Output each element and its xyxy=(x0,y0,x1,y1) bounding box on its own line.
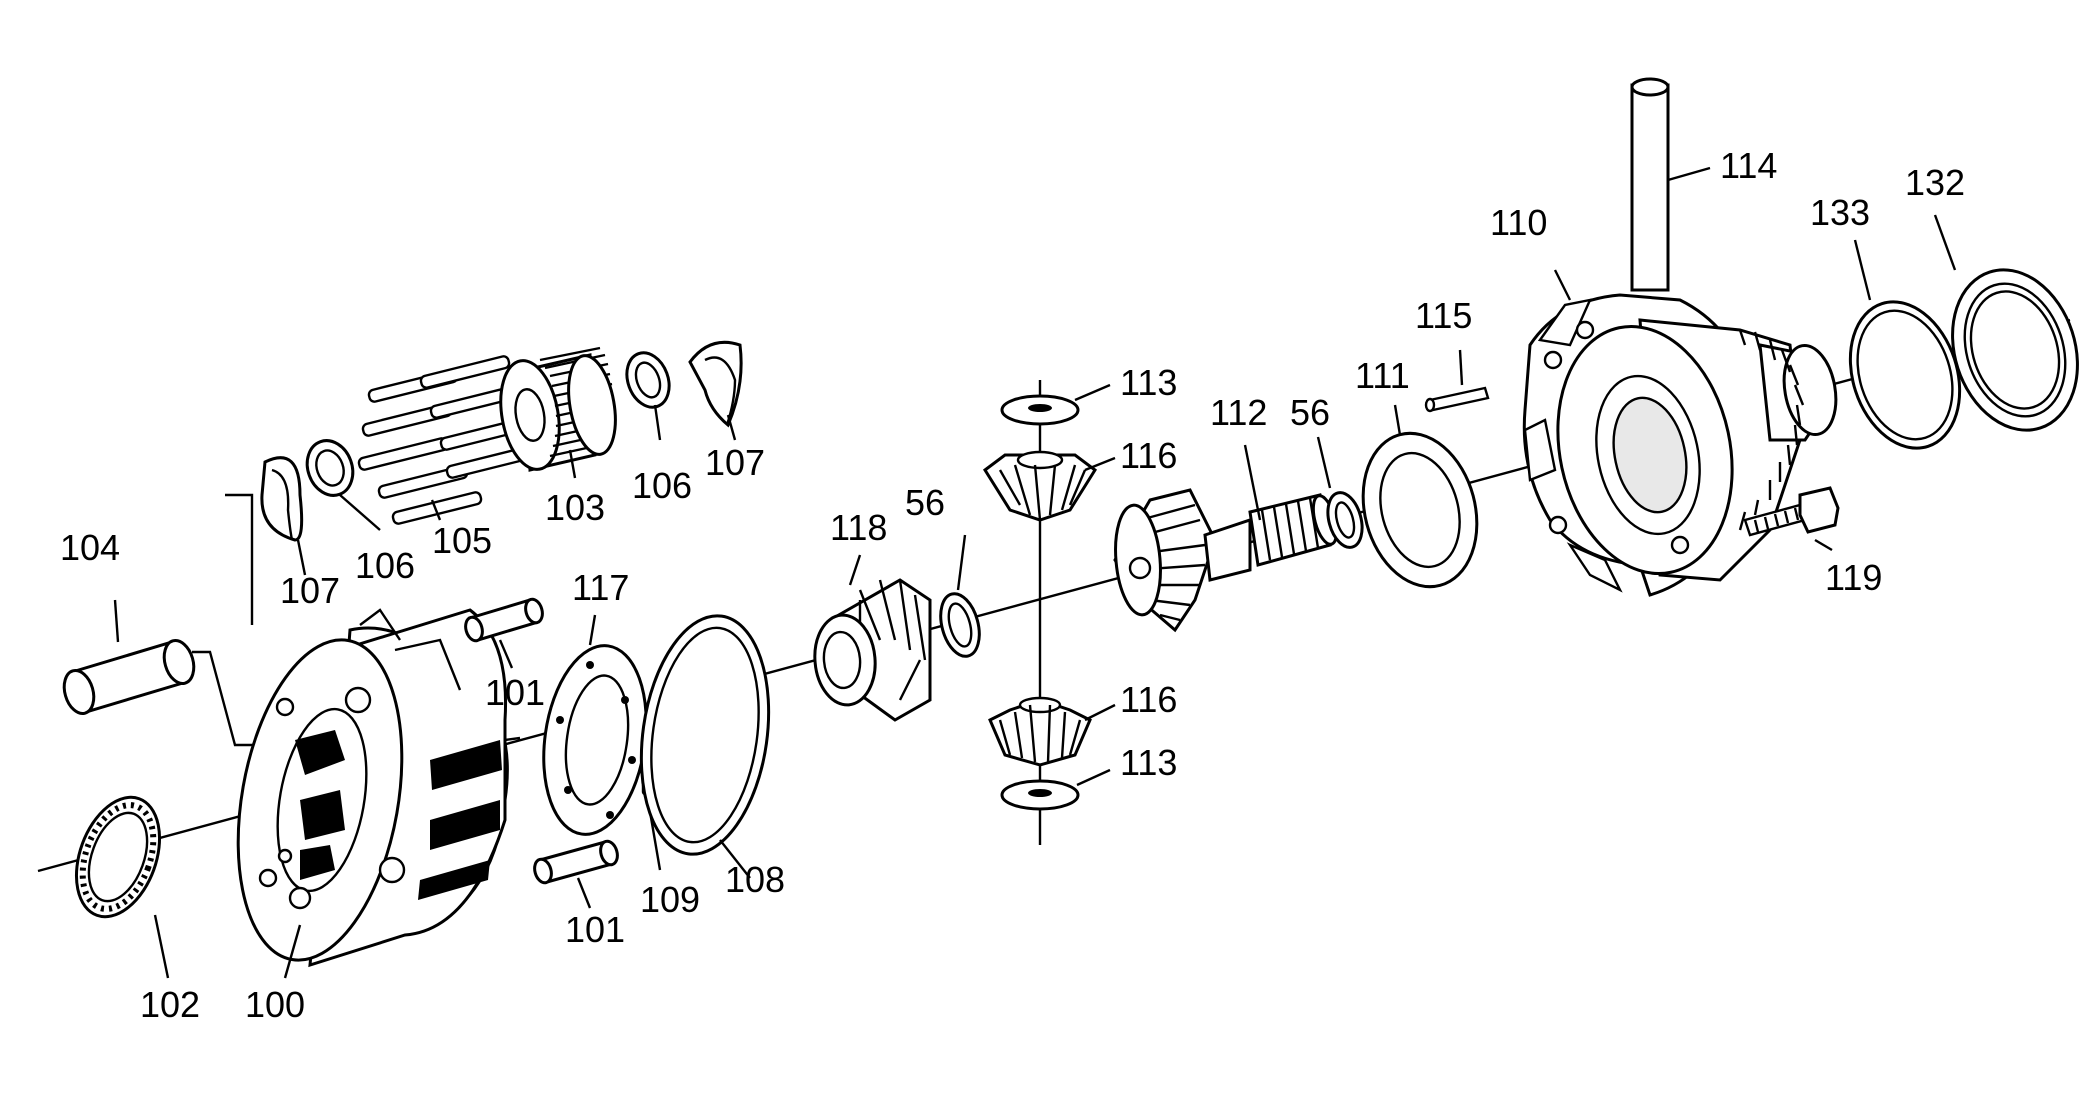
label-102: 102 xyxy=(140,984,200,1025)
label-119: 119 xyxy=(1825,557,1882,598)
pin-104 xyxy=(62,639,275,747)
label-103: 103 xyxy=(545,487,605,528)
leader-107b xyxy=(726,414,737,441)
washer-106-right xyxy=(625,351,671,409)
pin-101-upper xyxy=(464,597,544,669)
label-116-upper: 116 xyxy=(1120,435,1177,476)
side-gear-large xyxy=(1113,488,1217,633)
label-132: 132 xyxy=(1905,162,1965,203)
label-111: 111 xyxy=(1355,355,1410,396)
snap-ring-56-right xyxy=(1316,436,1364,549)
leader-106a xyxy=(339,494,381,531)
pinion-gear-103 xyxy=(499,346,617,472)
leader-106b xyxy=(653,404,662,441)
label-101-upper: 101 xyxy=(485,672,545,713)
cross-shaft-114 xyxy=(1630,77,1711,292)
seal-132 xyxy=(1933,214,2079,432)
differential-case-110 xyxy=(1522,269,1838,597)
label-115: 115 xyxy=(1415,295,1472,336)
needle-rollers-105 xyxy=(357,355,537,525)
label-114: 114 xyxy=(1720,145,1777,186)
label-117: 117 xyxy=(572,567,629,608)
label-56-right: 56 xyxy=(1290,392,1330,433)
clip-107-left xyxy=(260,456,304,542)
shaft-112 xyxy=(1203,444,1339,582)
bolt-119 xyxy=(1743,486,1840,552)
label-113-upper: 113 xyxy=(1120,362,1177,403)
label-100: 100 xyxy=(245,984,305,1025)
thrust-washer-117 xyxy=(542,614,648,836)
label-118: 118 xyxy=(830,507,887,548)
leader-102 xyxy=(153,914,170,979)
washer-113-lower xyxy=(1000,768,1111,811)
thrust-washer-111 xyxy=(1361,404,1479,589)
leader-104 xyxy=(113,599,120,643)
pinion-116-upper xyxy=(982,450,1116,522)
label-106-left: 106 xyxy=(355,545,415,586)
washer-106-left xyxy=(305,439,355,497)
pin-115 xyxy=(1424,349,1490,413)
leader-107a xyxy=(296,539,307,576)
label-108: 108 xyxy=(725,859,785,900)
group-bracket xyxy=(225,493,254,625)
leader-100 xyxy=(283,924,302,979)
label-101-lower: 101 xyxy=(565,909,625,950)
label-104: 104 xyxy=(60,527,120,568)
label-109: 109 xyxy=(640,879,700,920)
label-116-lower: 116 xyxy=(1120,679,1177,720)
snap-ring-56-left xyxy=(939,534,981,658)
clip-107-right xyxy=(688,340,743,428)
label-133: 133 xyxy=(1810,192,1870,233)
leader-103 xyxy=(568,449,577,479)
label-107-left: 107 xyxy=(280,570,340,611)
label-110: 110 xyxy=(1490,202,1547,243)
ring-133 xyxy=(1848,239,1962,450)
bearing-102 xyxy=(74,795,162,919)
pin-101-lower xyxy=(533,839,619,909)
label-112: 112 xyxy=(1210,392,1267,433)
ring-108 xyxy=(639,614,771,879)
label-105: 105 xyxy=(432,520,492,561)
label-56-left: 56 xyxy=(905,482,945,523)
side-gear-118 xyxy=(813,554,932,722)
label-107-right: 107 xyxy=(705,442,765,483)
carrier-housing-100 xyxy=(236,608,521,968)
label-106-right: 106 xyxy=(632,465,692,506)
washer-113-upper xyxy=(1000,383,1111,426)
label-113-lower: 113 xyxy=(1120,742,1177,783)
pinion-116-lower xyxy=(988,696,1116,767)
